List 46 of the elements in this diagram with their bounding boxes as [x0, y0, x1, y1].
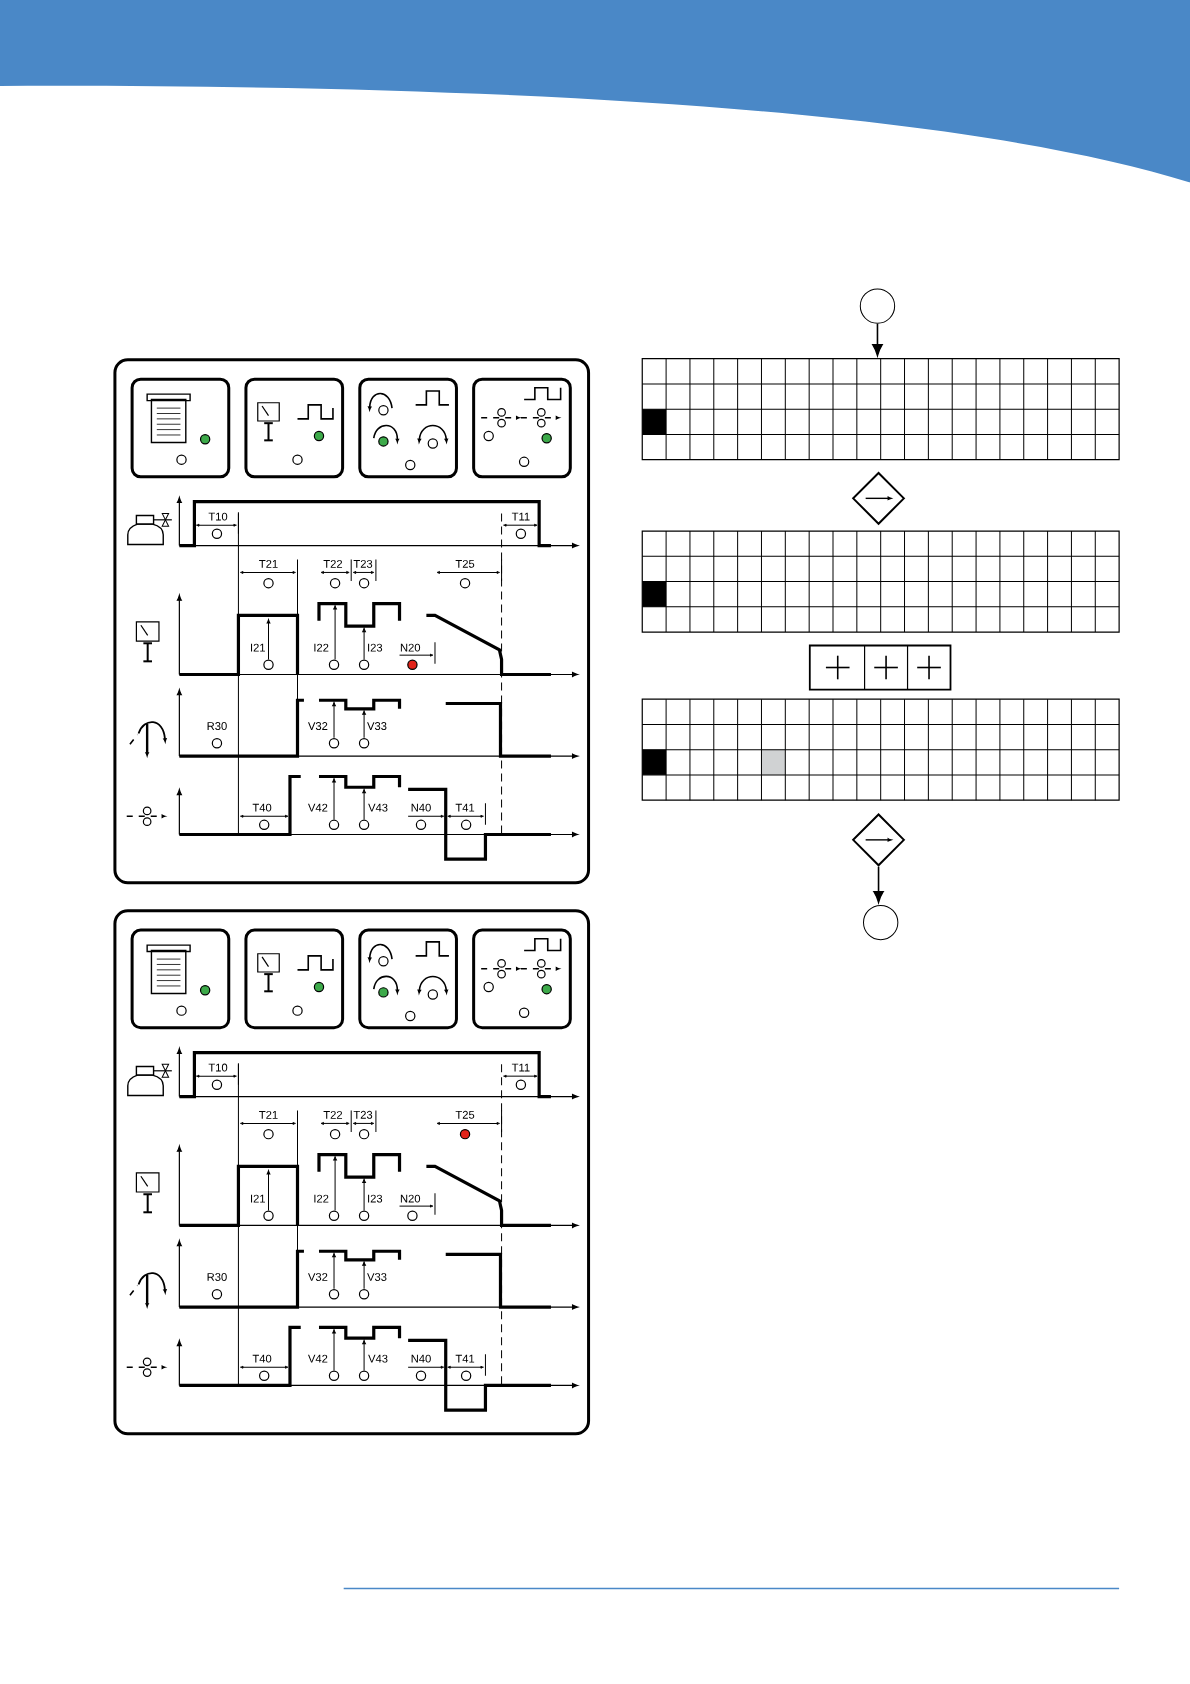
- parameter-label: T40: [251, 1354, 273, 1364]
- parameter-label: T21: [258, 1110, 279, 1120]
- parameter-label: T41: [454, 803, 476, 813]
- flow-arrow: [873, 865, 884, 903]
- parameter-label: I23: [366, 1194, 384, 1204]
- parameter-label: V33: [366, 721, 388, 731]
- parameter-label: T41: [454, 1354, 476, 1364]
- flow-arrow: [872, 323, 883, 356]
- parameter-label: I23: [366, 643, 384, 653]
- parameter-label: V42: [307, 803, 329, 813]
- parameter-label: V42: [307, 1354, 329, 1364]
- parameter-label: T23: [352, 559, 374, 569]
- parameter-label: V43: [367, 1354, 389, 1364]
- parameter-label: T11: [511, 1063, 531, 1072]
- step-grid: [641, 358, 1120, 461]
- parameter-label: T22: [322, 559, 344, 569]
- parameter-label: T11: [511, 512, 531, 522]
- parameter-label: R30: [206, 1272, 228, 1282]
- timing-panel: [113, 358, 591, 885]
- parameter-label: T10: [207, 1063, 229, 1073]
- parameter-label: V43: [367, 803, 389, 813]
- parameter-label: I21: [249, 643, 267, 653]
- timing-panel: [113, 909, 591, 1436]
- parameter-label: V32: [307, 721, 329, 731]
- parameter-label: N40: [410, 803, 432, 813]
- step-grid: [641, 698, 1120, 801]
- parameter-label: T25: [454, 1110, 476, 1120]
- parameter-label: T10: [207, 512, 229, 522]
- connector-circle: [863, 904, 899, 941]
- parameter-label: T22: [322, 1110, 344, 1120]
- parallel-box: [808, 644, 952, 691]
- parameter-label: T25: [454, 559, 476, 569]
- parameter-label: N40: [410, 1354, 432, 1364]
- parameter-label: V32: [307, 1272, 329, 1282]
- parameter-label: T23: [352, 1110, 374, 1120]
- parameter-label: I22: [312, 643, 330, 653]
- parameter-label: R30: [206, 721, 228, 731]
- parameter-label: N20: [399, 1194, 422, 1204]
- parameter-label: V33: [366, 1272, 388, 1282]
- step-grid: [641, 530, 1120, 633]
- parameter-label: N20: [399, 643, 422, 653]
- parameter-label: T21: [258, 559, 279, 569]
- parameter-label: I21: [249, 1194, 267, 1204]
- parameter-label: I22: [312, 1194, 330, 1204]
- connector-circle: [859, 288, 896, 324]
- parameter-label: T40: [251, 803, 273, 813]
